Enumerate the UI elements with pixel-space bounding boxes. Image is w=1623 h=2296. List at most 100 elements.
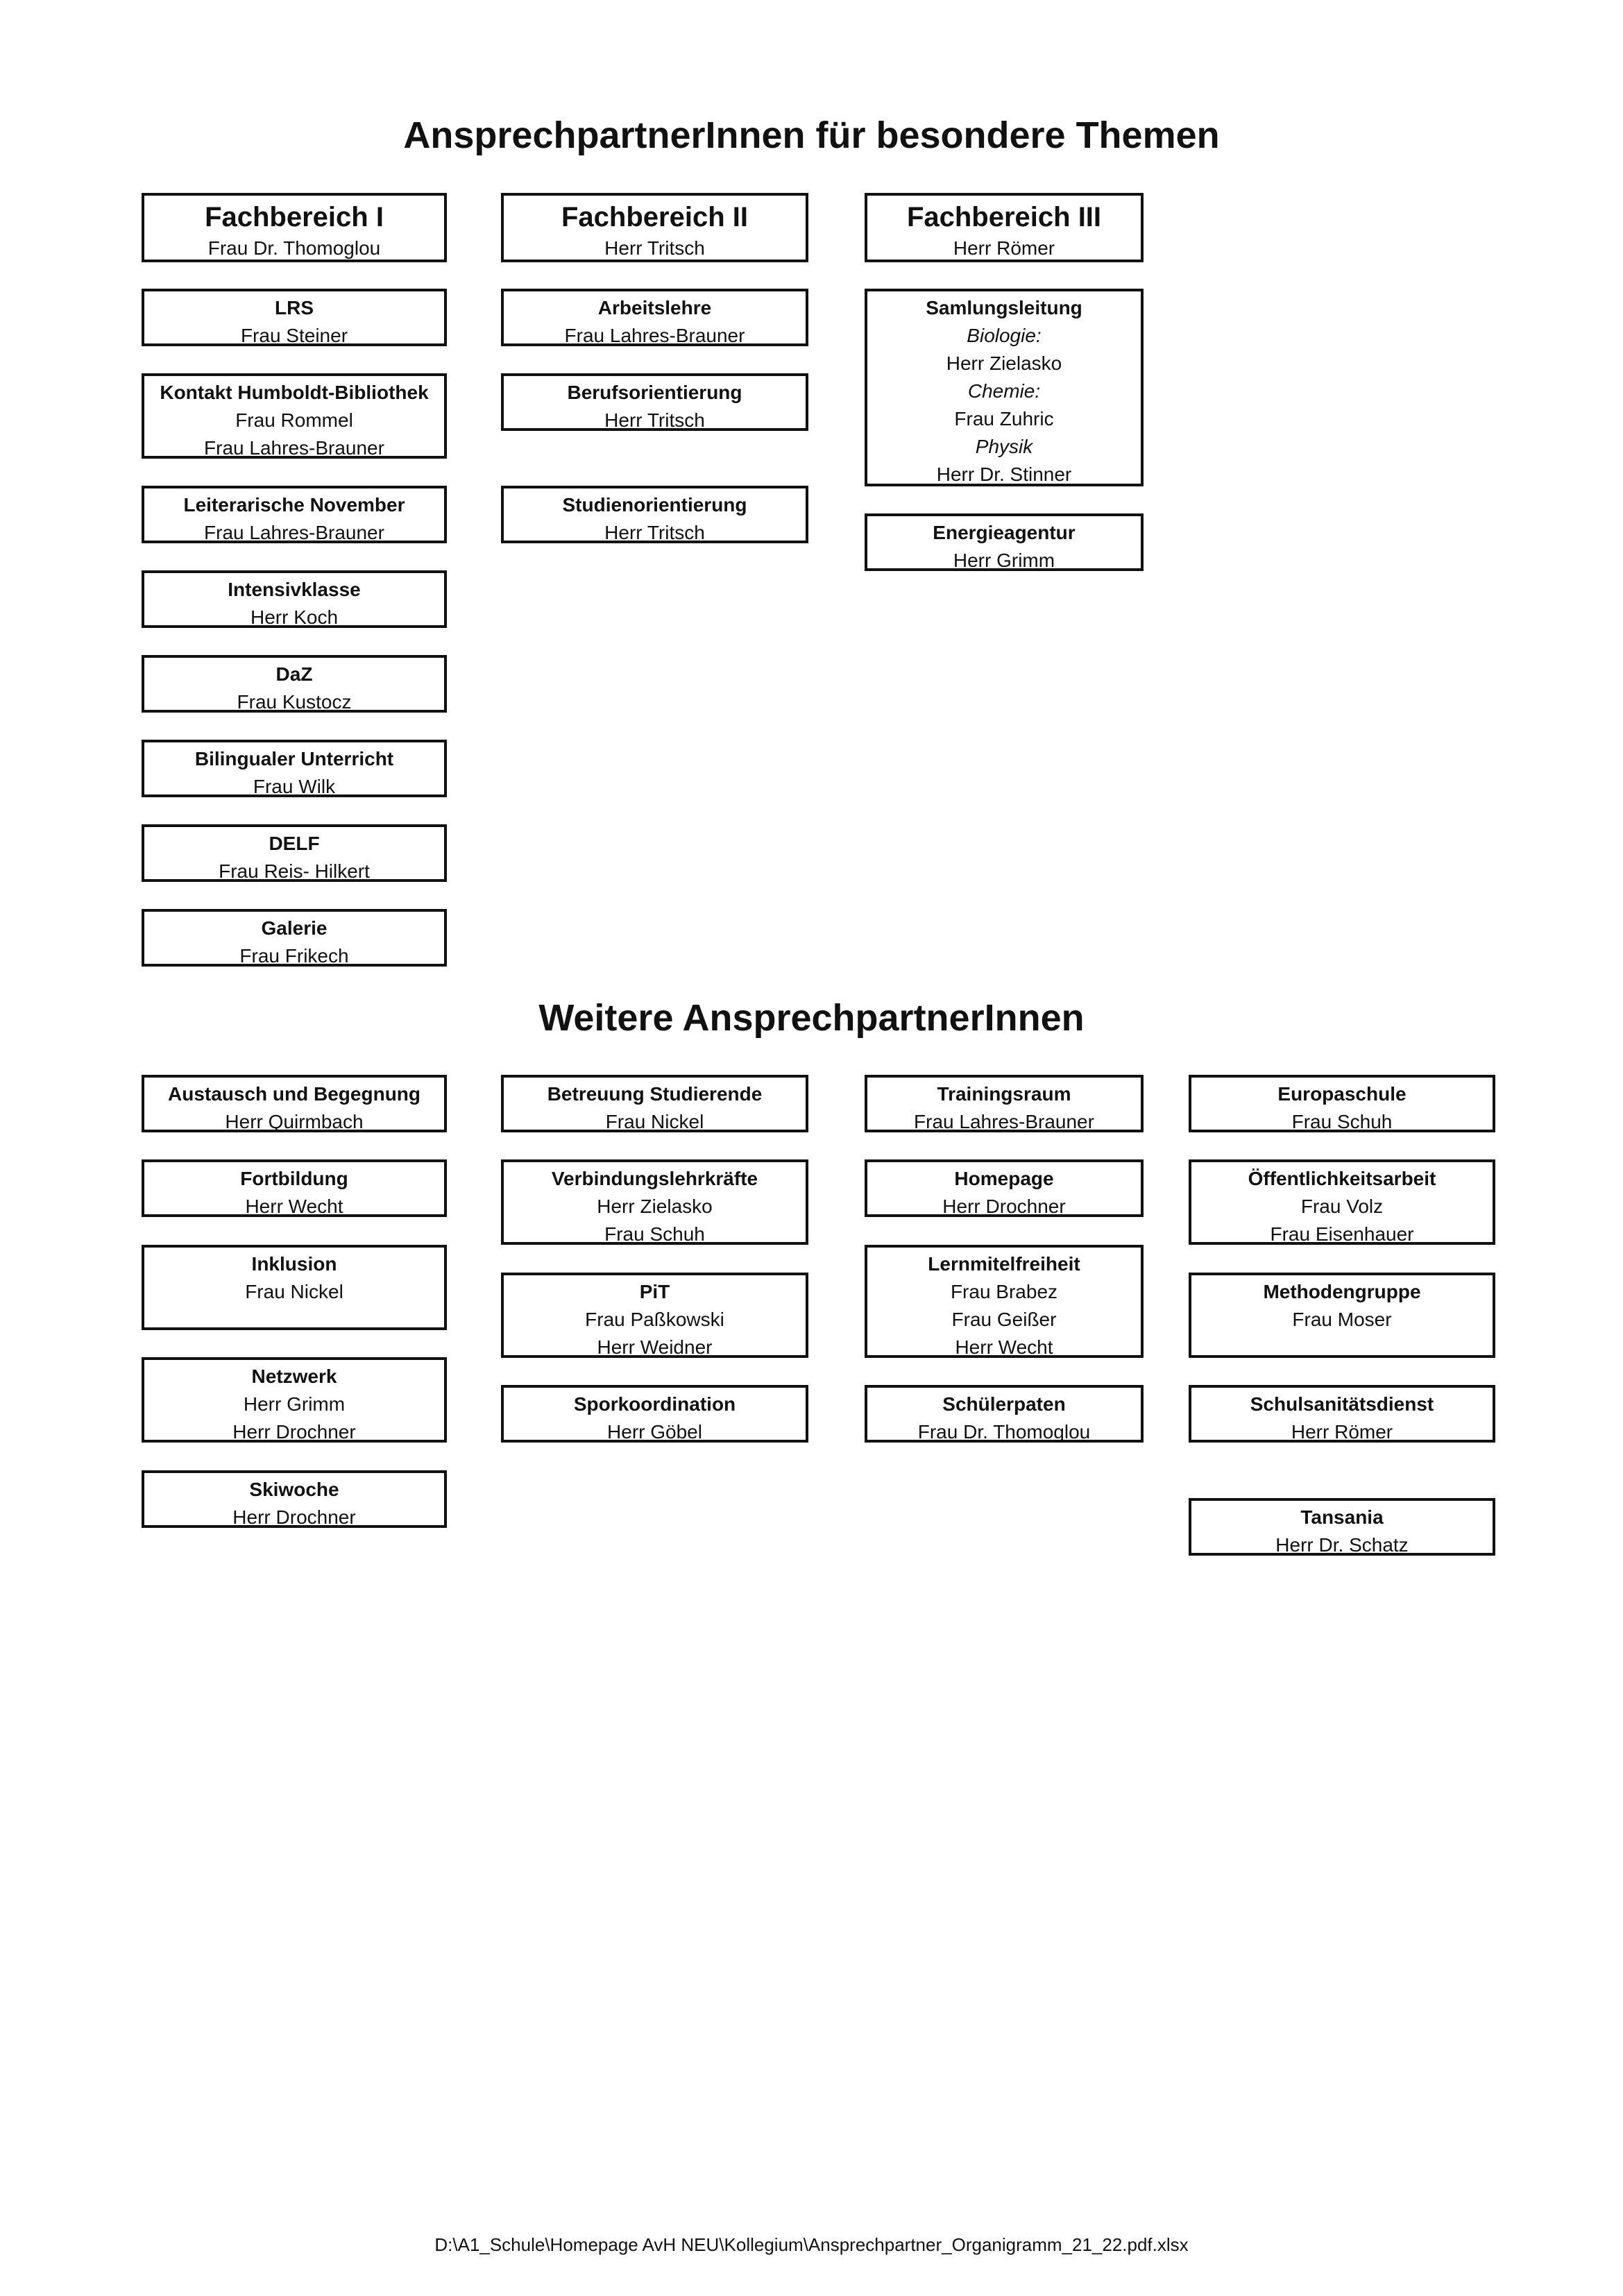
contact-box-heading: Lernmitelfreiheit [928, 1253, 1080, 1275]
contact-person: Herr Zielasko [597, 1196, 713, 1217]
contact-person: Herr Tritsch [604, 409, 705, 431]
contact-person: Frau Frikech [239, 945, 349, 967]
contact-person: Frau Reis- Hilkert [219, 860, 370, 882]
contact-person: Frau Schuh [1291, 1111, 1393, 1132]
contact-box-heading: Methodengruppe [1263, 1281, 1421, 1302]
contact-person: Frau Wilk [253, 776, 336, 797]
contact-person: Frau Lahres-Brauner [914, 1111, 1094, 1132]
contact-box-heading: Energieagentur [933, 522, 1076, 543]
contact-person: Herr Zielasko [946, 352, 1062, 374]
contact-person: Frau Lahres-Brauner [204, 437, 384, 459]
contact-person: Frau Nickel [605, 1111, 704, 1132]
contact-person: Frau Lahres-Brauner [204, 522, 384, 543]
contact-box-heading: Skiwoche [249, 1479, 339, 1500]
contact-person: Herr Dr. Schatz [1275, 1534, 1409, 1556]
contact-box-heading: LRS [275, 297, 314, 318]
contact-box-lrs: LRS Frau Steiner [142, 289, 447, 346]
contact-box-heading: Inklusion [251, 1253, 337, 1275]
contact-box-heading: Europaschule [1277, 1083, 1407, 1105]
contact-person: Herr Grimm [953, 550, 1055, 571]
contact-box-heading: Tansania [1300, 1506, 1384, 1528]
contact-box-heading: Bilingualer Unterricht [194, 748, 394, 769]
contact-box-heading: DELF [269, 833, 320, 854]
contact-box-heading: Austausch und Begegnung [168, 1083, 420, 1105]
contact-person: Herr Tritsch [604, 237, 705, 259]
contact-box-heading: Fachbereich II [561, 202, 748, 232]
contact-box-delf: DELF Frau Reis- Hilkert [142, 824, 447, 882]
contact-person: Frau Dr. Thomoglou [917, 1421, 1091, 1443]
contact-person: Frau Eisenhauer [1270, 1223, 1414, 1245]
contact-person: Frau Kustocz [237, 691, 352, 713]
contact-person: Herr Römer [1291, 1421, 1393, 1443]
contact-person: Herr Drochner [942, 1196, 1066, 1217]
contact-person: Herr Wecht [955, 1336, 1053, 1358]
subject-label: Physik [975, 436, 1033, 457]
subject-label: Chemie: [967, 380, 1041, 402]
contact-box-heading: DaZ [275, 663, 313, 685]
file-path-footer: D:\A1_Schule\Homepage AvH NEU\Kollegium\… [434, 2234, 1189, 2255]
contact-person: Frau Lahres-Brauner [564, 325, 745, 346]
contact-person: Frau Moser [1292, 1309, 1392, 1330]
contact-box-fachbereich-ii: Fachbereich II Herr Tritsch [501, 193, 808, 262]
contact-box-heading: Verbindungslehrkräfte [551, 1168, 758, 1189]
contact-person: Frau Zuhric [954, 408, 1054, 430]
contact-person: Frau Schuh [604, 1223, 705, 1245]
section-title-special-topics: AnsprechpartnerInnen für besondere Theme… [403, 114, 1220, 156]
contact-box-heading: Homepage [954, 1168, 1054, 1189]
contact-person: Herr Dr. Stinner [936, 464, 1072, 485]
contact-box-daz: DaZ Frau Kustocz [142, 655, 447, 713]
contact-person: Frau Brabez [950, 1281, 1058, 1302]
contact-person: Frau Dr. Thomoglou [207, 237, 381, 259]
contact-box-heading: PiT [639, 1281, 670, 1302]
contact-box-heading: Leiterarische November [183, 494, 405, 516]
contact-person: Frau Rommel [235, 409, 353, 431]
contact-person: Frau Volz [1300, 1196, 1384, 1217]
contact-box-heading: Fortbildung [240, 1168, 348, 1189]
contact-person: Herr Drochner [232, 1506, 356, 1528]
contact-box-heading: Netzwerk [251, 1366, 337, 1387]
contact-person: Frau Steiner [240, 325, 348, 346]
contact-person: Herr Römer [953, 237, 1055, 259]
contact-person: Frau Paßkowski [585, 1309, 724, 1330]
contact-box-heading: Berufsorientierung [567, 382, 742, 403]
contact-box-heading: Öffentlichkeitsarbeit [1248, 1168, 1436, 1189]
contact-person: Herr Grimm [243, 1393, 346, 1415]
contact-person: Herr Drochner [232, 1421, 356, 1443]
contact-person: Frau Nickel [245, 1281, 343, 1302]
contact-box-heading: Schülerpaten [942, 1393, 1066, 1415]
contact-person: Herr Quirmbach [225, 1111, 364, 1132]
contact-box-heading: Intensivklasse [228, 579, 361, 600]
contact-person: Frau Geißer [951, 1309, 1057, 1330]
contact-person: Herr Göbel [607, 1421, 702, 1443]
contact-person: Herr Wecht [245, 1196, 343, 1217]
contact-box-heading: Samlungsleitung [926, 297, 1082, 318]
